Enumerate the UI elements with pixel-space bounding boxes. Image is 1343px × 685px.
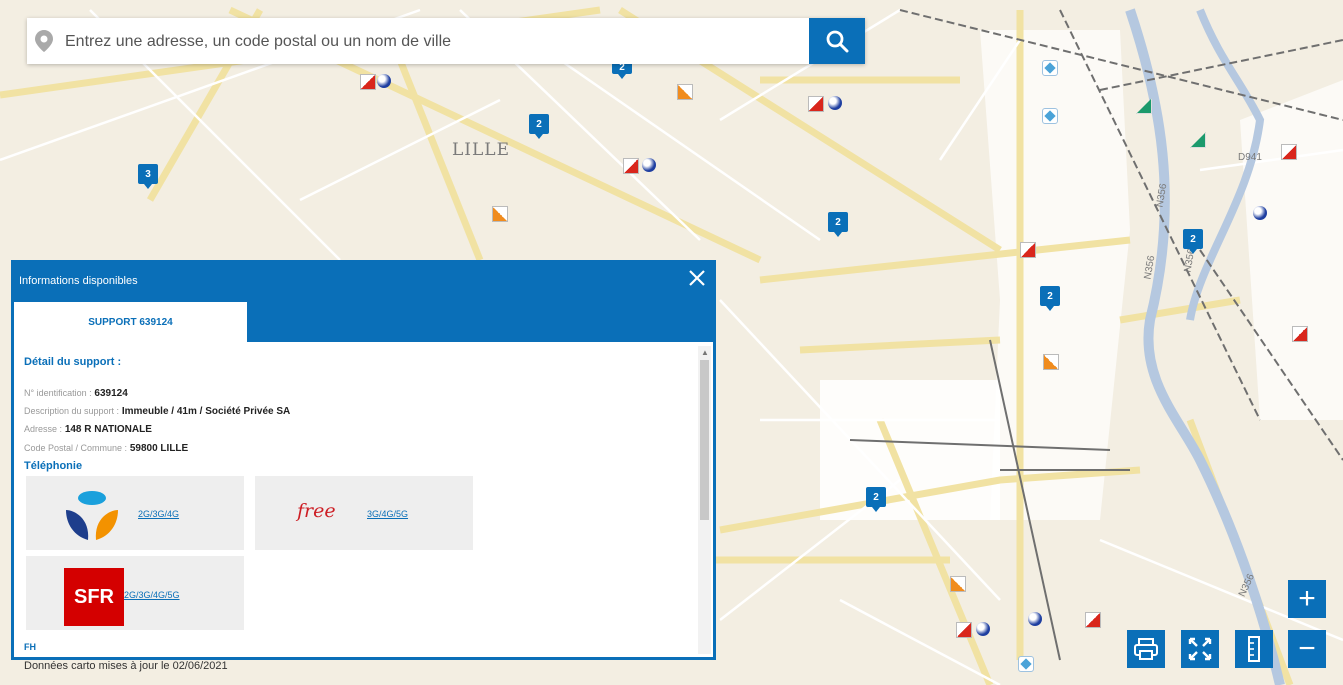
antenna-marker-icon[interactable] — [1018, 656, 1034, 672]
antenna-marker-icon[interactable] — [492, 206, 508, 222]
zoom-out-button[interactable]: − — [1288, 630, 1326, 668]
tab-support[interactable]: SUPPORT 639124 — [14, 302, 247, 342]
cluster-marker[interactable]: 3 — [138, 164, 158, 189]
minus-icon: − — [1298, 632, 1316, 665]
antenna-marker-icon[interactable] — [828, 96, 842, 110]
antenna-marker-icon[interactable] — [1043, 354, 1059, 370]
antenna-marker-icon[interactable] — [1042, 108, 1058, 124]
antenna-marker-icon[interactable] — [677, 84, 693, 100]
field-row: N° identification : 639124 — [24, 388, 128, 399]
info-panel-tabs: SUPPORT 639124 — [14, 302, 713, 342]
map-update-note: Données carto mises à jour le 02/06/2021 — [24, 660, 228, 672]
antenna-marker-icon[interactable] — [1253, 206, 1267, 220]
field-row: Description du support : Immeuble / 41m … — [24, 406, 290, 417]
cluster-marker[interactable]: 2 — [828, 212, 848, 237]
antenna-marker-icon[interactable] — [1020, 242, 1036, 258]
print-button[interactable] — [1127, 630, 1165, 668]
measure-button[interactable] — [1235, 630, 1273, 668]
address-search-input[interactable] — [63, 26, 827, 58]
antenna-marker-icon[interactable] — [377, 74, 391, 88]
antenna-marker-icon[interactable] — [950, 576, 966, 592]
field-label: Code Postal / Commune : — [24, 443, 128, 453]
search-button[interactable] — [809, 18, 865, 64]
antenna-marker-icon[interactable] — [1042, 60, 1058, 76]
antenna-marker-icon[interactable] — [642, 158, 656, 172]
city-label: LILLE — [452, 140, 510, 160]
address-search-bar — [27, 18, 865, 64]
cluster-marker[interactable]: 2 — [529, 114, 549, 139]
info-panel: Informations disponibles SUPPORT 639124 … — [11, 260, 716, 660]
info-panel-content[interactable]: Détail du support : N° identification : … — [14, 342, 713, 657]
antenna-marker-icon[interactable] — [1292, 326, 1308, 342]
sfr-logo: SFR — [64, 568, 124, 626]
scrollbar-thumb[interactable] — [700, 360, 709, 520]
fullscreen-icon — [1188, 637, 1212, 661]
operator-tile-bouygues: 2G/3G/4G — [26, 476, 244, 550]
field-value: 148 R NATIONALE — [64, 424, 152, 435]
ruler-icon — [1248, 636, 1260, 662]
scroll-up-icon[interactable]: ▲ — [701, 348, 709, 357]
antenna-marker-icon[interactable] — [360, 74, 376, 90]
field-label: Description du support : — [24, 406, 120, 416]
field-label: Adresse : — [24, 424, 63, 434]
road-label: D941 — [1238, 152, 1262, 163]
antenna-marker-icon[interactable] — [1028, 612, 1042, 626]
cluster-marker[interactable]: 2 — [866, 487, 886, 512]
fullscreen-button[interactable] — [1181, 630, 1219, 668]
cluster-marker[interactable]: 2 — [1040, 286, 1060, 311]
zoom-in-button[interactable]: + — [1288, 580, 1326, 618]
cluster-marker[interactable]: 2 — [1183, 229, 1203, 254]
location-pin-icon — [35, 30, 53, 52]
search-icon — [826, 30, 849, 53]
field-value: 639124 — [94, 388, 128, 399]
operator-tile-sfr: SFR 2G/3G/4G/5G — [26, 556, 244, 630]
telephony-title: Téléphonie — [24, 460, 83, 472]
section-title: Détail du support : — [24, 356, 122, 368]
free-logo: free — [297, 500, 336, 522]
operator-tech-link[interactable]: 3G/4G/5G — [367, 509, 409, 519]
bouygues-logo-icon — [66, 491, 118, 540]
field-value: Immeuble / 41m / Société Privée SA — [121, 406, 291, 417]
antenna-marker-icon[interactable] — [808, 96, 824, 112]
field-label: N° identification : — [24, 388, 92, 398]
plus-icon: + — [1298, 582, 1316, 615]
section-title-fh: FH — [24, 642, 36, 652]
field-row: Code Postal / Commune : 59800 LILLE — [24, 443, 188, 454]
panel-scrollbar[interactable]: ▲ — [698, 346, 711, 654]
antenna-marker-icon[interactable] — [956, 622, 972, 638]
printer-icon — [1134, 638, 1158, 660]
operator-tile-free: free 3G/4G/5G — [255, 476, 473, 550]
operator-tech-link[interactable]: 2G/3G/4G — [138, 509, 180, 519]
operator-tech-link[interactable]: 2G/3G/4G/5G — [124, 590, 180, 600]
antenna-marker-icon[interactable] — [976, 622, 990, 636]
field-value: 59800 LILLE — [129, 443, 189, 454]
antenna-marker-icon[interactable] — [623, 158, 639, 174]
antenna-marker-icon[interactable] — [1085, 612, 1101, 628]
info-panel-title: Informations disponibles — [19, 275, 138, 287]
antenna-marker-icon[interactable] — [1281, 144, 1297, 160]
info-panel-header: Informations disponibles — [11, 260, 716, 302]
close-icon[interactable] — [688, 269, 706, 287]
field-row: Adresse : 148 R NATIONALE — [24, 424, 152, 435]
